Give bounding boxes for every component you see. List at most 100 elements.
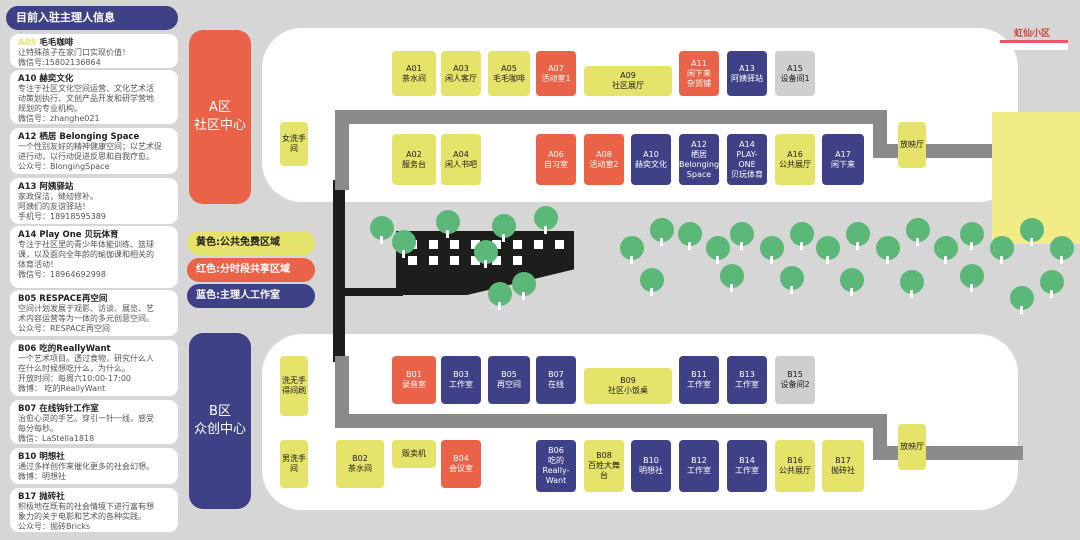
room-label-line: B04 xyxy=(453,454,469,463)
tenant-card-name: 吃的ReallyWant xyxy=(39,344,111,354)
room-vending[interactable]: 贩卖机 xyxy=(392,440,436,468)
building-window xyxy=(513,256,522,265)
room-label-line: B14 xyxy=(739,456,755,465)
tree-icon xyxy=(816,236,840,264)
tenant-card-title: B05 RESPACE再空间 xyxy=(18,294,170,304)
room-label-line: 工作室 xyxy=(735,466,759,475)
building-window xyxy=(450,256,459,265)
room-a-exit[interactable]: 放映厅 xyxy=(898,122,926,168)
tenant-card-line: 阿姨们的友谊驿站！ xyxy=(18,202,90,211)
room-label-line: B17 xyxy=(835,456,851,465)
tenant-card-line: 微博： 吃的ReallyWant xyxy=(18,384,106,393)
tenant-card-name: 栖居 Belonging Space xyxy=(39,132,140,142)
room-label-line: Want xyxy=(545,476,567,485)
tree-icon xyxy=(840,268,864,296)
room-label-line: B08 xyxy=(596,451,612,460)
b-corridor-left xyxy=(335,356,349,428)
room-label-line: B06 xyxy=(548,446,564,455)
tenant-card-id: A13 xyxy=(18,182,37,192)
zone-b-line1: B区 xyxy=(209,404,231,419)
connector-corridor xyxy=(333,180,345,362)
room-label-line: A07 xyxy=(548,63,564,73)
room-women-wc[interactable]: 女洗手间 xyxy=(280,122,308,166)
tenant-card-title: B07 在线钩针工作室 xyxy=(18,404,170,414)
connector-bridge xyxy=(333,288,403,296)
tree-icon xyxy=(960,222,984,250)
room-label-line: A08 xyxy=(596,149,612,159)
room-label-line: B09 xyxy=(620,376,636,385)
tenant-card-a13: A13 阿姨驿站家政保洁，缝纫修补。阿姨们的友谊驿站！手机号：189185953… xyxy=(10,178,178,224)
community-sign: 虹仙小区 xyxy=(1014,29,1051,39)
tree-icon xyxy=(392,230,416,258)
tenant-card-line: 专注于社区里的青少年体能训练、篮球 xyxy=(18,240,154,249)
room-label: 女洗手间 xyxy=(282,134,306,153)
tenant-card-id: B10 xyxy=(18,452,37,462)
tenant-card-line: 公众号：RESPACE再空间 xyxy=(18,324,110,333)
room-label-line: Space xyxy=(686,169,712,179)
tree-icon xyxy=(436,210,460,238)
room-label: 男洗手间 xyxy=(282,454,306,473)
room-label-line: 闲下来 xyxy=(687,68,711,78)
tenant-card-line: 开放时间：每周六10:00-17:00 xyxy=(18,374,131,383)
room-label-line: B10 xyxy=(643,456,659,465)
room-label-line: A05 xyxy=(501,63,517,73)
room-men-wc[interactable]: 男洗手间 xyxy=(280,440,308,488)
room-label-line: A03 xyxy=(453,63,469,73)
room-label: 放映厅 xyxy=(900,140,924,149)
tree-icon xyxy=(990,236,1014,264)
building-window xyxy=(555,240,564,249)
tenant-card-line: 微信：LaStella1818 xyxy=(18,434,95,443)
room-label-line: B11 xyxy=(691,370,707,379)
room-label-line: 闲下来 xyxy=(831,159,855,169)
tenant-card-line: 微博：明想社 xyxy=(18,472,66,481)
building-window xyxy=(492,240,501,249)
room-label-line: A10 xyxy=(643,149,659,159)
tree-icon xyxy=(492,214,516,242)
room-label-line: 在线 xyxy=(548,380,564,389)
tenant-card-name: 明想社 xyxy=(39,452,65,462)
tree-icon xyxy=(512,272,536,300)
tenant-card-line: 微信号：18964692998 xyxy=(18,270,106,279)
room-label-line: B15 xyxy=(787,370,803,379)
zone-a-line1: A区 xyxy=(209,100,231,115)
room-b-exit[interactable]: 放映厅 xyxy=(898,424,926,470)
room-label-line: 茶水间 xyxy=(348,464,372,473)
tree-icon xyxy=(906,218,930,246)
room-wash[interactable]: 洗无手得间刷 xyxy=(280,356,308,416)
